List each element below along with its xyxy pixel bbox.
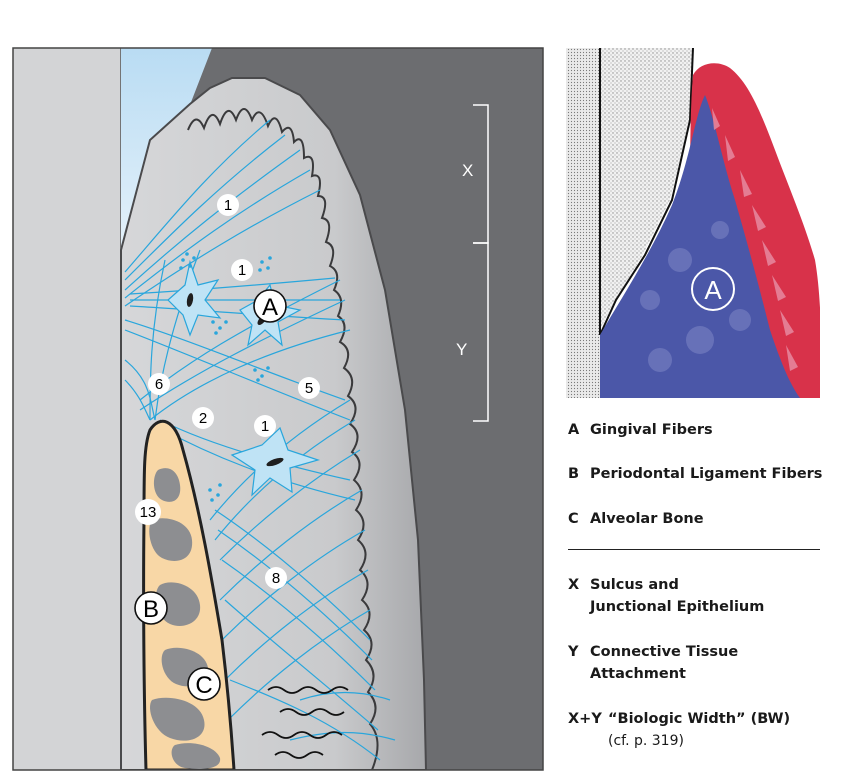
legend-item-xy: X+Y “Biologic Width” (BW) (cf. p. 319): [568, 708, 790, 752]
legend-key-b: B: [568, 466, 580, 482]
legend-text-a: Gingival Fibers: [590, 422, 713, 438]
bone-marrow-spaces: [149, 468, 221, 769]
circle-label-c: C: [195, 672, 212, 699]
main-drawing: X Y 1 1 1 2 5 6 8 13 A B C: [13, 48, 543, 770]
label-13: 13: [140, 504, 157, 521]
label-1-middle: 1: [238, 262, 246, 279]
epithelial-interface: [187, 108, 379, 770]
circle-label-b: B: [143, 596, 159, 623]
label-2: 2: [199, 410, 207, 427]
legend-key-y: Y: [568, 644, 579, 660]
legend-text-b: Periodontal Ligament Fibers: [590, 466, 823, 482]
legend-key-x: X: [568, 577, 580, 593]
legend-divider: [568, 549, 820, 550]
label-1-lower: 1: [261, 418, 269, 435]
legend-note-xy: (cf. p. 319): [608, 733, 684, 749]
histology-photo: A: [566, 48, 820, 398]
legend-text-x-line2: Junctional Epithelium: [590, 599, 765, 615]
legend-key-c: C: [568, 511, 579, 527]
legend-text-y-line2: Attachment: [590, 666, 686, 682]
legend-item-a: A Gingival Fibers: [568, 419, 713, 441]
photo-label-a: A: [704, 275, 722, 305]
legend-item-y: Y Connective Tissue Attachment: [568, 641, 738, 685]
bracket-y-label: Y: [456, 340, 467, 359]
xy-brackets: [473, 104, 489, 422]
label-8: 8: [272, 570, 280, 587]
tooth: [13, 48, 121, 770]
sulcus-space: [121, 48, 212, 248]
legend-item-x: X Sulcus and Junctional Epithelium: [568, 574, 764, 618]
legend-item-b: B Periodontal Ligament Fibers: [568, 463, 822, 485]
legend-key-a: A: [568, 422, 580, 438]
granule-dots: [179, 252, 272, 502]
bracket-x-label: X: [462, 161, 473, 180]
legend-text-y-line1: Connective Tissue: [590, 644, 739, 660]
diagram-frame: [12, 47, 544, 771]
label-1-upper: 1: [224, 197, 232, 214]
elastic-fibers: [261, 686, 349, 759]
legend-text-x-line1: Sulcus and: [590, 577, 679, 593]
legend-text-xy: “Biologic Width” (BW): [608, 711, 791, 727]
legend-item-c: C Alveolar Bone: [568, 508, 704, 530]
label-6: 6: [155, 376, 163, 393]
label-5: 5: [305, 380, 313, 397]
legend-text-c: Alveolar Bone: [590, 511, 704, 527]
circle-label-a: A: [262, 294, 278, 321]
legend-key-xy: X+Y: [568, 711, 602, 727]
